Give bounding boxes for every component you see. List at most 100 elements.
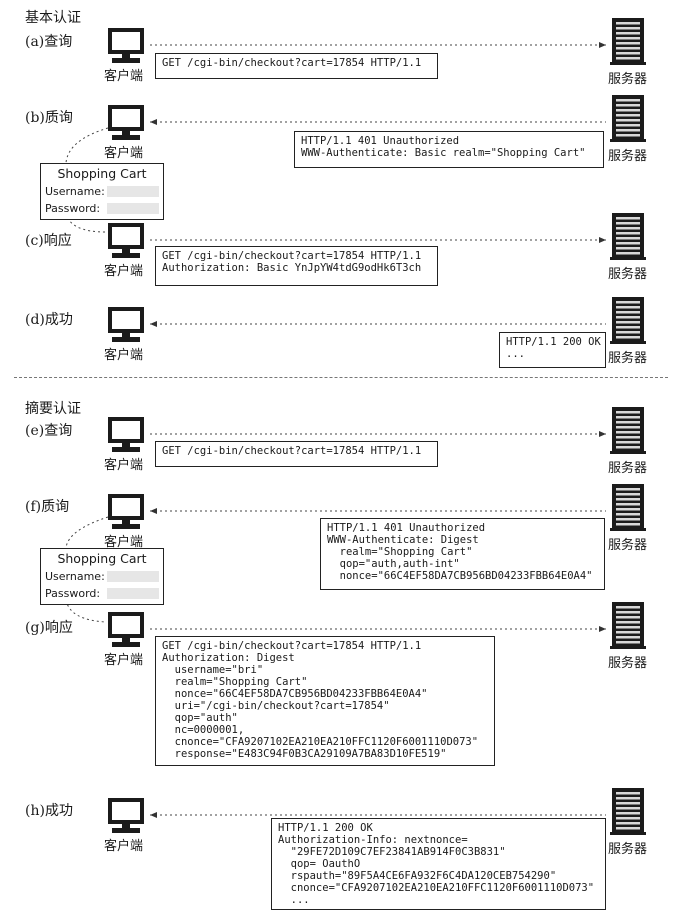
server-label-e: 服务器 bbox=[608, 461, 648, 476]
step-label-g: (g)响应 bbox=[25, 620, 73, 636]
message-line: qop="auth" bbox=[162, 712, 238, 724]
message-box-c: GET /cgi-bin/checkout?cart=17854 HTTP/1.… bbox=[155, 246, 438, 286]
message-line: HTTP/1.1 401 Unauthorized bbox=[301, 135, 460, 147]
step-label-f: (f)质询 bbox=[25, 499, 70, 515]
message-line: cnonce="CFA9207102EA210EA210FFC1120F6001… bbox=[162, 736, 479, 748]
client-label-d: 客户端 bbox=[104, 348, 144, 363]
message-line: ... bbox=[278, 894, 310, 906]
message-line: nonce="66C4EF58DA7CB956BD04233FBB64E0A4" bbox=[162, 688, 428, 700]
message-line: Authorization-Info: nextnonce= bbox=[278, 834, 468, 846]
message-line: HTTP/1.1 200 OK bbox=[278, 822, 373, 834]
client-computer-icon-a bbox=[108, 28, 144, 63]
message-line: rspauth="89F5A4CE6FA932F6C4DA120CEB75429… bbox=[278, 870, 557, 882]
dialog-link-digest-down bbox=[65, 599, 107, 623]
step-label-h: (h)成功 bbox=[25, 803, 73, 819]
message-line: GET /cgi-bin/checkout?cart=17854 HTTP/1.… bbox=[162, 57, 422, 69]
password-field[interactable] bbox=[107, 588, 159, 599]
server-label-b: 服务器 bbox=[608, 149, 648, 164]
message-line: response="E483C94F0B3CA29109A7BA83D10FE5… bbox=[162, 748, 447, 760]
section-divider bbox=[14, 377, 668, 378]
message-line: WWW-Authenticate: Digest bbox=[327, 534, 479, 546]
server-label-d: 服务器 bbox=[608, 351, 648, 366]
message-box-g: GET /cgi-bin/checkout?cart=17854 HTTP/1.… bbox=[155, 636, 495, 766]
arrow-c-head bbox=[599, 237, 606, 243]
message-line: GET /cgi-bin/checkout?cart=17854 HTTP/1.… bbox=[162, 640, 422, 652]
password-field[interactable] bbox=[107, 203, 159, 214]
username-row: Username: bbox=[45, 568, 159, 585]
username-label: Username: bbox=[45, 185, 105, 198]
arrow-d-head bbox=[150, 321, 157, 327]
arrow-f-head bbox=[150, 508, 157, 514]
server-icon-e bbox=[610, 407, 646, 454]
message-line: GET /cgi-bin/checkout?cart=17854 HTTP/1.… bbox=[162, 250, 422, 262]
arrow-e-head bbox=[599, 431, 606, 437]
password-label: Password: bbox=[45, 202, 101, 215]
client-computer-icon-b bbox=[108, 105, 144, 140]
step-label-d: (d)成功 bbox=[25, 312, 73, 328]
dialog-link-digest-up bbox=[65, 516, 109, 549]
client-computer-icon-h bbox=[108, 798, 144, 833]
client-label-g: 客户端 bbox=[104, 653, 144, 668]
message-line: ... bbox=[506, 348, 525, 360]
client-computer-icon-f bbox=[108, 494, 144, 529]
client-label-b: 客户端 bbox=[104, 146, 144, 161]
message-line: nonce="66C4EF58DA7CB956BD04233FBB64E0A4" bbox=[327, 570, 593, 582]
message-line: qop= OauthO bbox=[278, 858, 361, 870]
message-line: nc=0000001, bbox=[162, 724, 245, 736]
server-label-f: 服务器 bbox=[608, 538, 648, 553]
client-computer-icon-c bbox=[108, 223, 144, 258]
message-line: qop="auth,auth-int" bbox=[327, 558, 460, 570]
step-label-b: (b)质询 bbox=[25, 110, 73, 126]
message-line: Authorization: Basic YnJpYW4tdG9odHk6T3c… bbox=[162, 262, 422, 274]
arrow-a-head bbox=[599, 42, 606, 48]
message-line: realm="Shopping Cart" bbox=[327, 546, 473, 558]
message-box-d: HTTP/1.1 200 OK... bbox=[499, 332, 606, 368]
client-computer-icon-g bbox=[108, 612, 144, 647]
server-icon-f bbox=[610, 484, 646, 531]
dialog-title: Shopping Cart bbox=[57, 166, 147, 181]
arrow-b-head bbox=[150, 119, 157, 125]
arrow-h-head bbox=[150, 812, 157, 818]
step-label-c: (c)响应 bbox=[25, 233, 72, 249]
client-label-c: 客户端 bbox=[104, 264, 144, 279]
server-icon-b bbox=[610, 95, 646, 142]
username-field[interactable] bbox=[107, 186, 159, 197]
message-line: uri="/cgi-bin/checkout?cart=17854" bbox=[162, 700, 390, 712]
server-label-h: 服务器 bbox=[608, 842, 648, 857]
server-icon-a bbox=[610, 18, 646, 65]
message-line: HTTP/1.1 401 Unauthorized bbox=[327, 522, 486, 534]
server-label-g: 服务器 bbox=[608, 656, 648, 671]
message-line: Authorization: Digest bbox=[162, 652, 295, 664]
message-box-e: GET /cgi-bin/checkout?cart=17854 HTTP/1.… bbox=[155, 441, 438, 467]
dialog-link-basic-up bbox=[65, 127, 109, 164]
password-row: Password: bbox=[45, 585, 159, 602]
arrow-g-head bbox=[599, 626, 606, 632]
message-line: HTTP/1.1 200 OK bbox=[506, 336, 601, 348]
step-label-e: (e)查询 bbox=[25, 423, 73, 439]
step-label-a: (a)查询 bbox=[25, 34, 73, 50]
client-computer-icon-e bbox=[108, 417, 144, 452]
password-label: Password: bbox=[45, 587, 101, 600]
dialog-title: Shopping Cart bbox=[57, 551, 147, 566]
server-icon-h bbox=[610, 788, 646, 835]
message-line: WWW-Authenticate: Basic realm="Shopping … bbox=[301, 147, 586, 159]
username-row: Username: bbox=[45, 183, 159, 200]
message-line: "29FE72D109C7EF23841AB914F0C3B831" bbox=[278, 846, 506, 858]
username-field[interactable] bbox=[107, 571, 159, 582]
server-icon-g bbox=[610, 602, 646, 649]
message-line: realm="Shopping Cart" bbox=[162, 676, 308, 688]
server-label-c: 服务器 bbox=[608, 267, 648, 282]
section-title-basic: 基本认证 bbox=[25, 10, 81, 26]
client-computer-icon-d bbox=[108, 307, 144, 342]
password-row: Password: bbox=[45, 200, 159, 217]
server-label-a: 服务器 bbox=[608, 72, 648, 87]
client-label-f: 客户端 bbox=[104, 535, 144, 550]
username-label: Username: bbox=[45, 570, 105, 583]
client-label-e: 客户端 bbox=[104, 458, 144, 473]
message-line: cnonce="CFA9207102EA210EA210FFC1120F6001… bbox=[278, 882, 595, 894]
